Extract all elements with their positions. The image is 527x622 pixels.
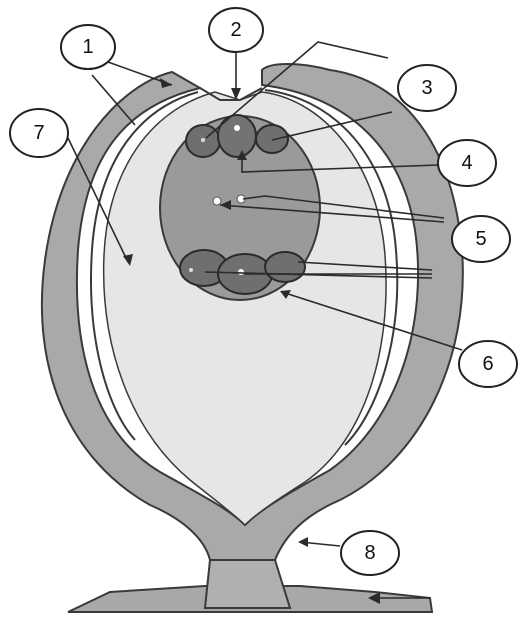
synergid-right xyxy=(256,125,288,153)
label-8: 8 xyxy=(341,531,399,575)
label-7: 7 xyxy=(10,109,68,157)
antipodal-nucleus-2 xyxy=(189,268,193,272)
antipodal-right xyxy=(265,252,305,282)
label-2-text: 2 xyxy=(230,19,241,41)
label-4: 4 xyxy=(438,140,496,186)
label-4-text: 4 xyxy=(461,152,472,174)
label-2: 2 xyxy=(209,8,263,52)
egg-cell xyxy=(218,115,256,157)
polar-nucleus-1 xyxy=(213,197,221,205)
label-7-text: 7 xyxy=(33,122,44,144)
antipodal-nucleus xyxy=(238,269,244,275)
label-6-text: 6 xyxy=(482,353,493,375)
label-6: 6 xyxy=(459,341,517,387)
label-1: 1 xyxy=(61,25,115,69)
egg-nucleus xyxy=(234,125,240,131)
arrow-head-8 xyxy=(298,537,308,547)
label-5-text: 5 xyxy=(475,228,486,250)
label-5: 5 xyxy=(452,216,510,262)
label-3-text: 3 xyxy=(421,77,432,99)
synergid-nucleus xyxy=(201,138,205,142)
label-8-text: 8 xyxy=(364,542,375,564)
label-3: 3 xyxy=(398,65,456,111)
label-1-text: 1 xyxy=(82,36,93,58)
